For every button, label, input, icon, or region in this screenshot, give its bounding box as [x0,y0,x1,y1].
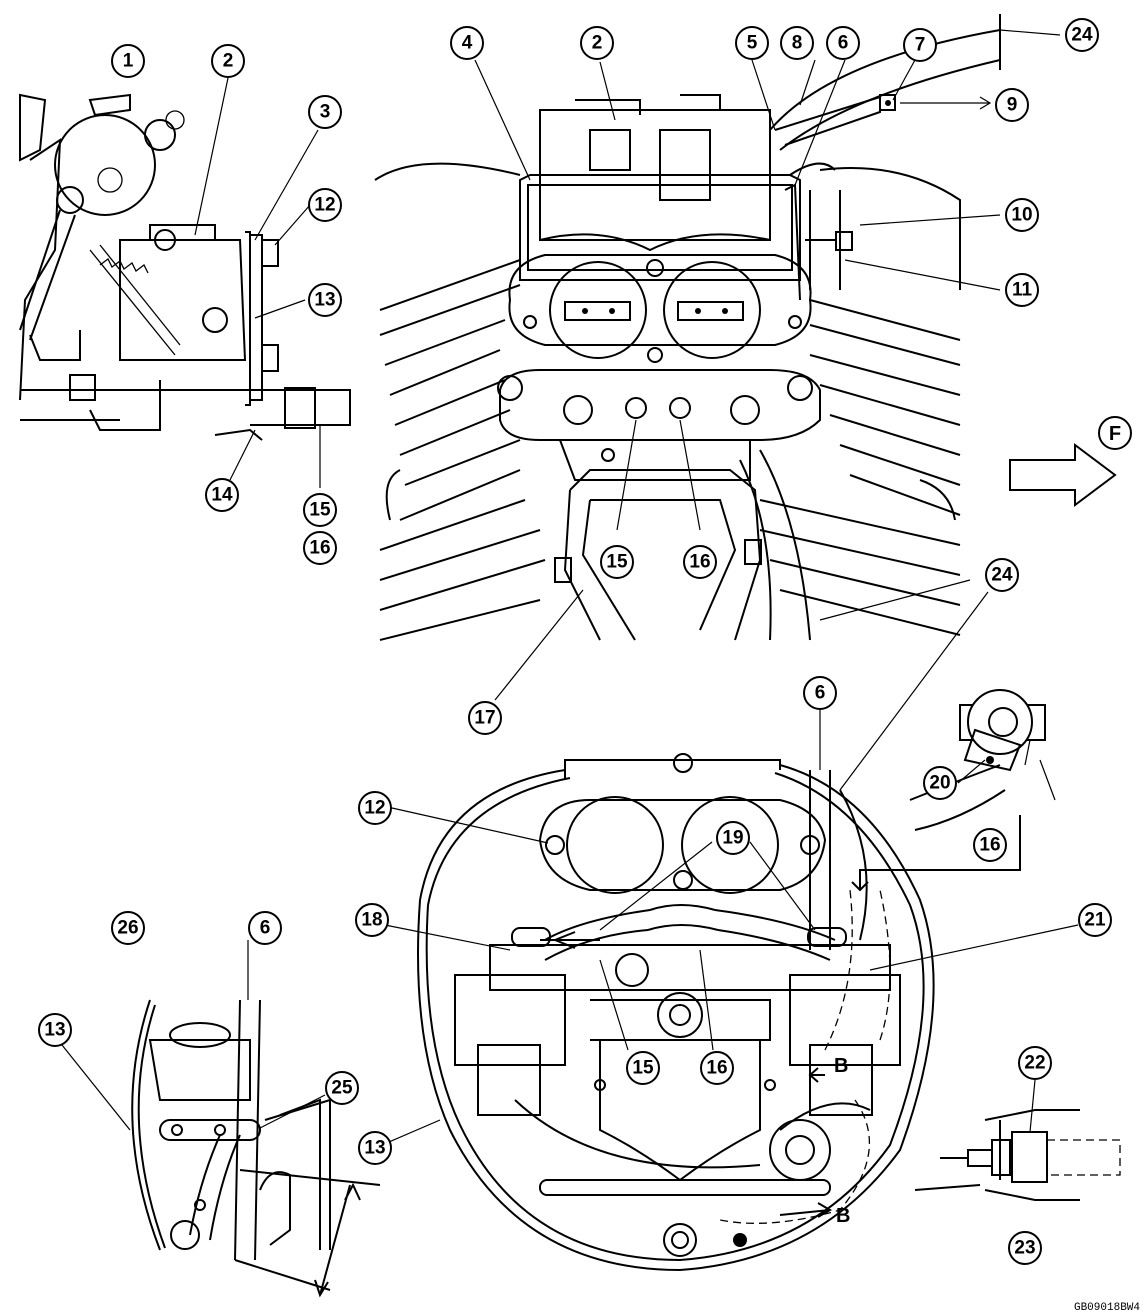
svg-text:24: 24 [991,565,1013,586]
svg-text:16: 16 [706,1058,727,1079]
callout-22: 22 [1018,1046,1052,1080]
svg-text:24: 24 [1071,25,1093,46]
side-view-throttle-body [19,93,351,441]
callout-7: 7 [903,28,937,62]
front-direction-arrow: F [1009,416,1132,507]
callout-10: 10 [1005,198,1039,232]
callout-14: 14 [205,478,239,512]
callout-12: 12 [358,791,392,825]
svg-text:15: 15 [309,500,331,521]
callout-15: 15 [626,1051,660,1085]
svg-text:21: 21 [1084,910,1106,931]
svg-text:17: 17 [474,708,495,729]
svg-text:12: 12 [364,798,385,819]
svg-text:12: 12 [314,195,335,216]
callout-16: 16 [303,531,337,565]
svg-text:3: 3 [320,102,331,123]
callout-1: 1 [111,44,145,78]
callout-13: 13 [308,283,342,317]
svg-text:2: 2 [223,51,234,72]
svg-text:6: 6 [838,33,849,54]
callout-25: 25 [325,1071,359,1105]
callout-8: 8 [780,26,814,60]
svg-text:22: 22 [1024,1053,1045,1074]
callout-12: 12 [308,188,342,222]
clamp-detail-inset [851,689,1046,892]
callout-6: 6 [803,676,837,710]
svg-text:16: 16 [689,552,710,573]
svg-text:13: 13 [44,1020,65,1041]
svg-text:2: 2 [592,33,603,54]
section-b-bottom-label: B [836,1205,850,1227]
callout-15: 15 [600,545,634,579]
callout-26: 26 [111,911,145,945]
callout-19: 19 [716,821,750,855]
svg-text:6: 6 [815,683,826,704]
svg-text:11: 11 [1012,280,1033,301]
svg-text:20: 20 [929,773,950,794]
callout-2: 2 [580,26,614,60]
callout-21: 21 [1078,903,1112,937]
svg-text:9: 9 [1007,95,1018,116]
callout-24: 24 [1065,18,1099,52]
callout-11: 11 [1005,273,1039,307]
callout-13: 13 [38,1013,72,1047]
callout-13: 13 [358,1131,392,1165]
figure-code: GB09018BW4 [1074,1302,1140,1314]
front-label: F [1109,423,1121,445]
callout-18: 18 [355,903,389,937]
fitting-detail-inset [914,1109,1121,1201]
hose-routing-inset [131,999,381,1298]
svg-text:1: 1 [123,51,134,72]
callout-20: 20 [923,766,957,800]
callout-15: 15 [303,493,337,527]
callout-16: 16 [973,828,1007,862]
svg-text:7: 7 [915,35,926,56]
callout-17: 17 [468,701,502,735]
callout-6: 6 [826,26,860,60]
callout-6: 6 [248,911,282,945]
rear-view-throttle-body: B B [417,753,935,1272]
svg-text:16: 16 [979,835,1000,856]
svg-text:5: 5 [747,33,758,54]
svg-text:26: 26 [117,918,138,939]
svg-text:8: 8 [792,33,803,54]
svg-text:13: 13 [364,1138,385,1159]
callout-9: 9 [995,88,1029,122]
callout-5: 5 [735,26,769,60]
svg-text:25: 25 [331,1078,353,1099]
front-view-throttle-body [374,14,1001,641]
svg-text:6: 6 [260,918,271,939]
callout-24: 24 [985,558,1019,592]
callout-2: 2 [211,44,245,78]
svg-text:15: 15 [606,552,628,573]
callout-16: 16 [683,545,717,579]
svg-text:10: 10 [1011,205,1032,226]
svg-text:19: 19 [722,828,743,849]
leader-lines [57,29,1079,1149]
callout-16: 16 [700,1051,734,1085]
svg-text:23: 23 [1014,1238,1035,1259]
svg-text:4: 4 [462,33,473,54]
callouts: 1 2 3 12 13 14 15 16 4 2 5 8 6 7 24 9 10… [38,18,1112,1265]
callout-4: 4 [450,26,484,60]
svg-text:13: 13 [314,290,335,311]
callout-23: 23 [1008,1231,1042,1265]
callout-3: 3 [308,95,342,129]
svg-text:14: 14 [211,485,233,506]
section-b-top-label: B [834,1055,848,1077]
svg-text:16: 16 [309,538,330,559]
svg-text:15: 15 [632,1058,654,1079]
svg-text:18: 18 [361,910,382,931]
